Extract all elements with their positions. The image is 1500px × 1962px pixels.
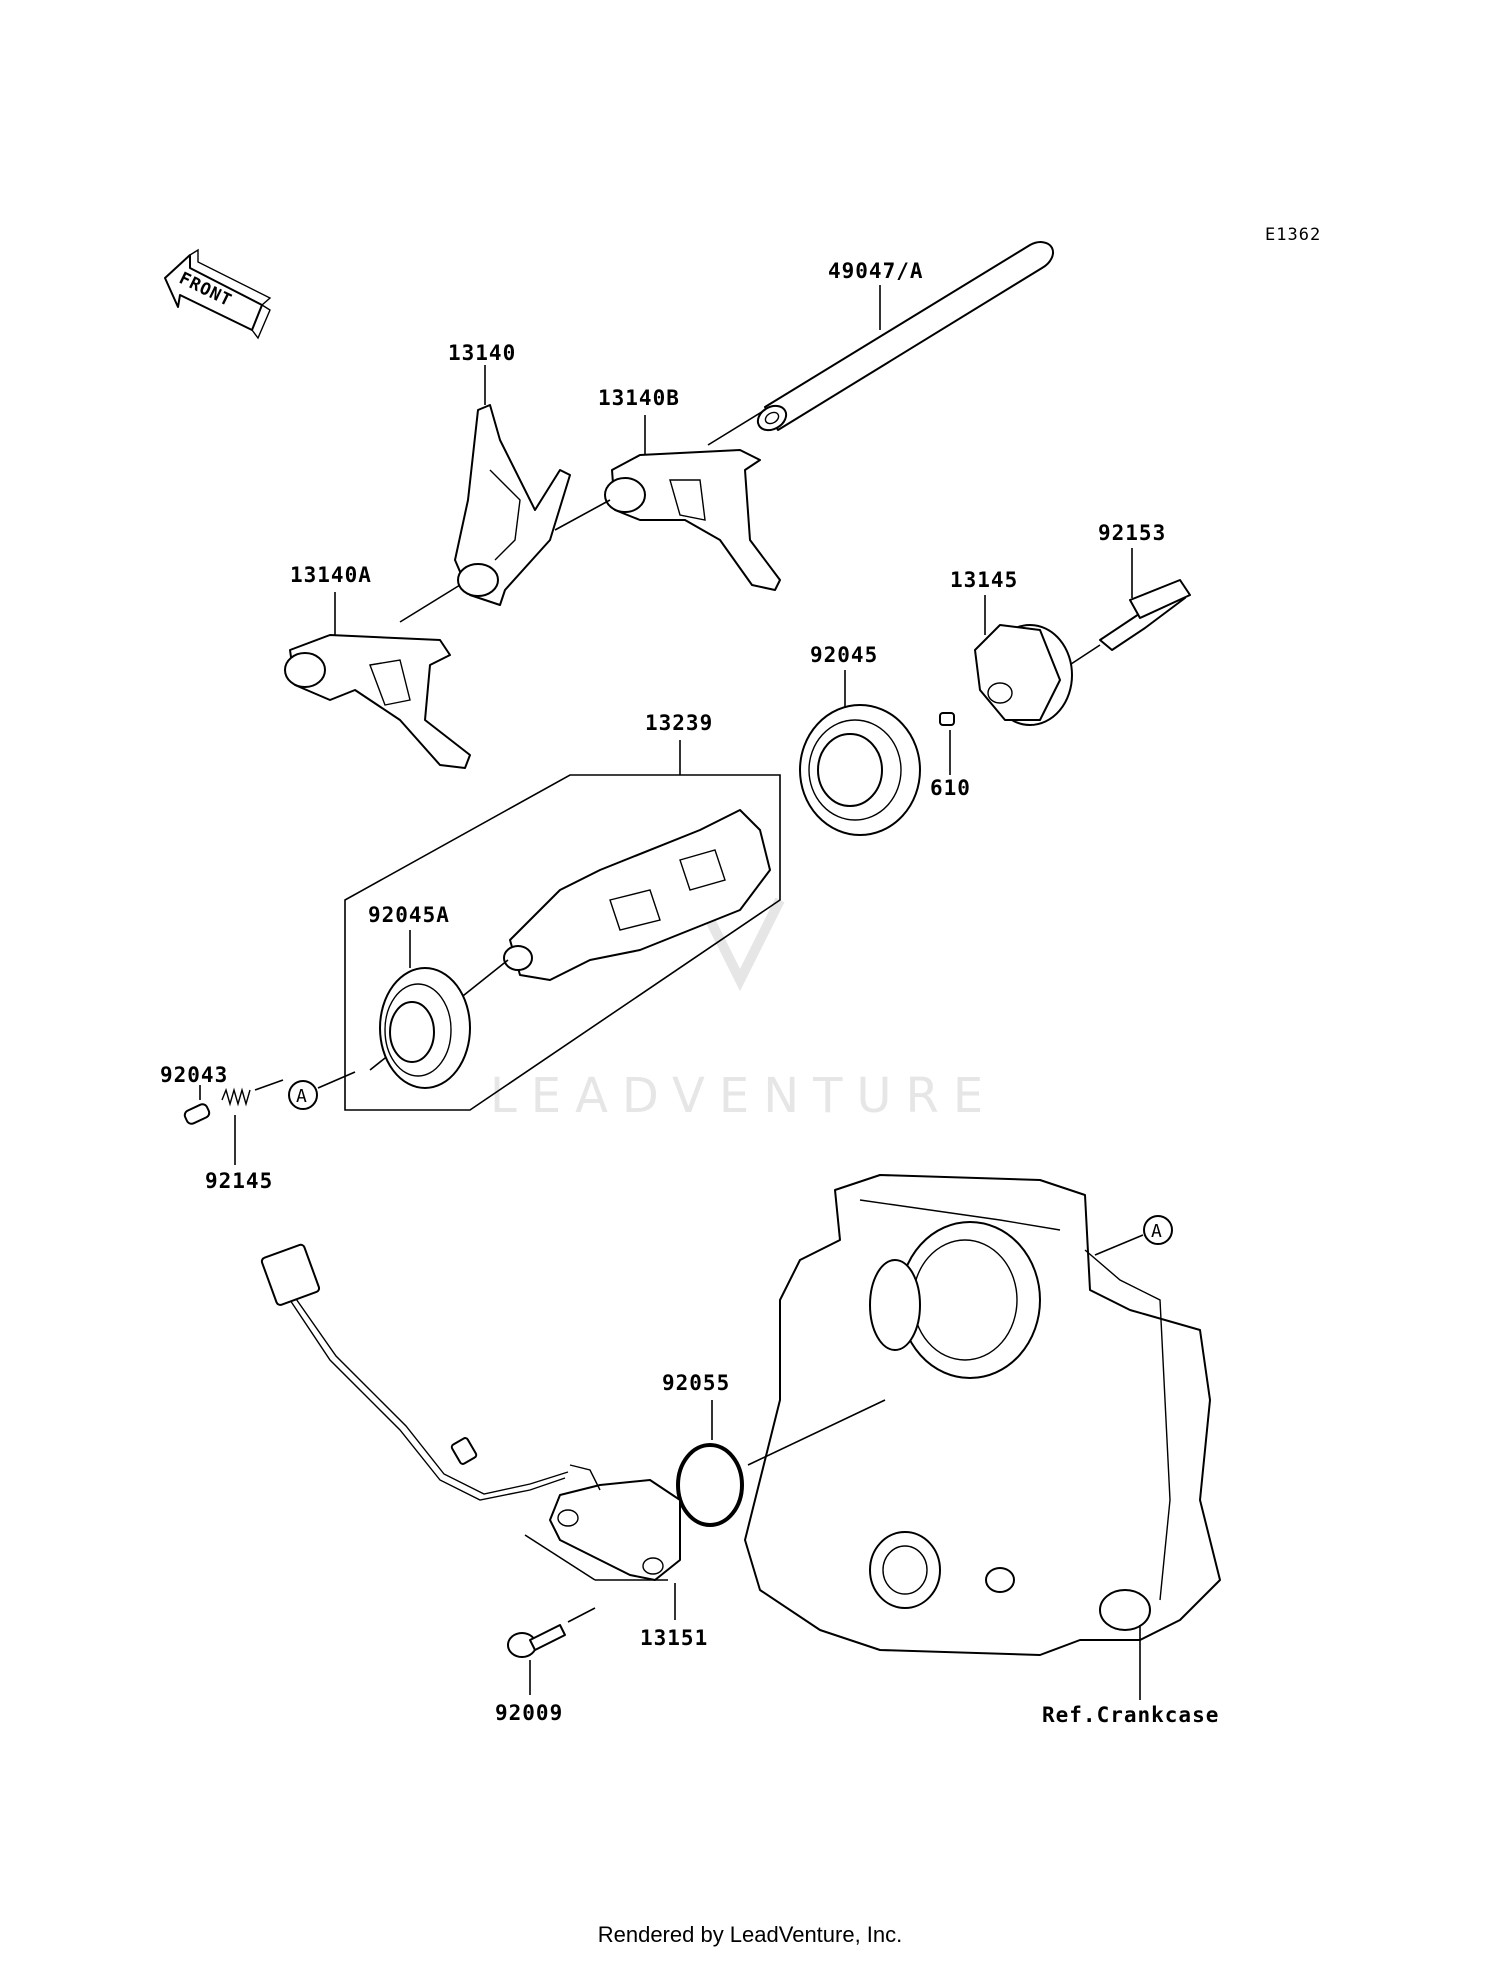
footer-credit: Rendered by LeadVenture, Inc. [597, 1922, 903, 1947]
spring-92145 [221, 1087, 251, 1107]
screw-92009 [507, 1624, 566, 1658]
marker-a-crankcase-text: A [1151, 1221, 1163, 1242]
bearing-92045A [379, 967, 471, 1089]
axis-line-screw [567, 1607, 596, 1623]
shift-rod [756, 241, 1054, 432]
label-13239: 13239 [645, 711, 713, 735]
label-13145: 13145 [950, 568, 1018, 592]
label-610: 610 [930, 776, 971, 800]
label-13140B: 13140B [598, 386, 680, 410]
leader-marker-a-crankcase [1094, 1234, 1144, 1256]
label-49047A: 49047/A [828, 259, 924, 283]
marker-a-drum-text: A [296, 1086, 308, 1107]
pin-92043 [183, 1103, 211, 1125]
label-92153: 92153 [1098, 521, 1166, 545]
axis-line-fork-c [707, 409, 766, 446]
bolt-92153 [1099, 579, 1191, 651]
crankcase [744, 1174, 1221, 1656]
marker-a-crankcase [1143, 1215, 1173, 1245]
sensor-13151 [549, 1464, 681, 1581]
shift-fork-13140A [284, 634, 471, 769]
label-92043: 92043 [160, 1063, 228, 1087]
axis-line-fork-a [399, 584, 461, 623]
ref-crankcase-label: Ref.Crankcase [1042, 1703, 1219, 1727]
drum-cam-13145 [974, 624, 1073, 726]
label-13140A: 13140A [290, 563, 372, 587]
bracket-line-a [524, 1534, 596, 1581]
front-arrow-icon [164, 248, 272, 340]
shift-fork-13140B [604, 449, 781, 591]
shift-fork-13140 [454, 404, 571, 606]
bearing-92045 [799, 704, 921, 836]
o-ring-92055 [676, 1443, 744, 1527]
label-92055: 92055 [662, 1371, 730, 1395]
label-92045: 92045 [810, 643, 878, 667]
axis-line-spring [254, 1079, 284, 1091]
label-13151: 13151 [640, 1626, 708, 1650]
label-92045A: 92045A [368, 903, 450, 927]
marker-a-drum [288, 1080, 318, 1110]
assembly-box-13239 [344, 774, 781, 1111]
diagram-code: E1362 [1265, 225, 1321, 245]
label-92009: 92009 [495, 1701, 563, 1725]
label-13140: 13140 [448, 341, 516, 365]
axis-line-oring [747, 1399, 886, 1466]
connector-icon [260, 1243, 321, 1306]
leader-marker-a-drum [317, 1071, 356, 1089]
wire-harness [260, 1243, 569, 1501]
shift-drum [503, 809, 771, 981]
pin-610 [939, 712, 955, 726]
axis-line-fork-b [554, 499, 611, 531]
watermark-text: LEADVENTURE [490, 1068, 997, 1124]
label-92145: 92145 [205, 1169, 273, 1193]
